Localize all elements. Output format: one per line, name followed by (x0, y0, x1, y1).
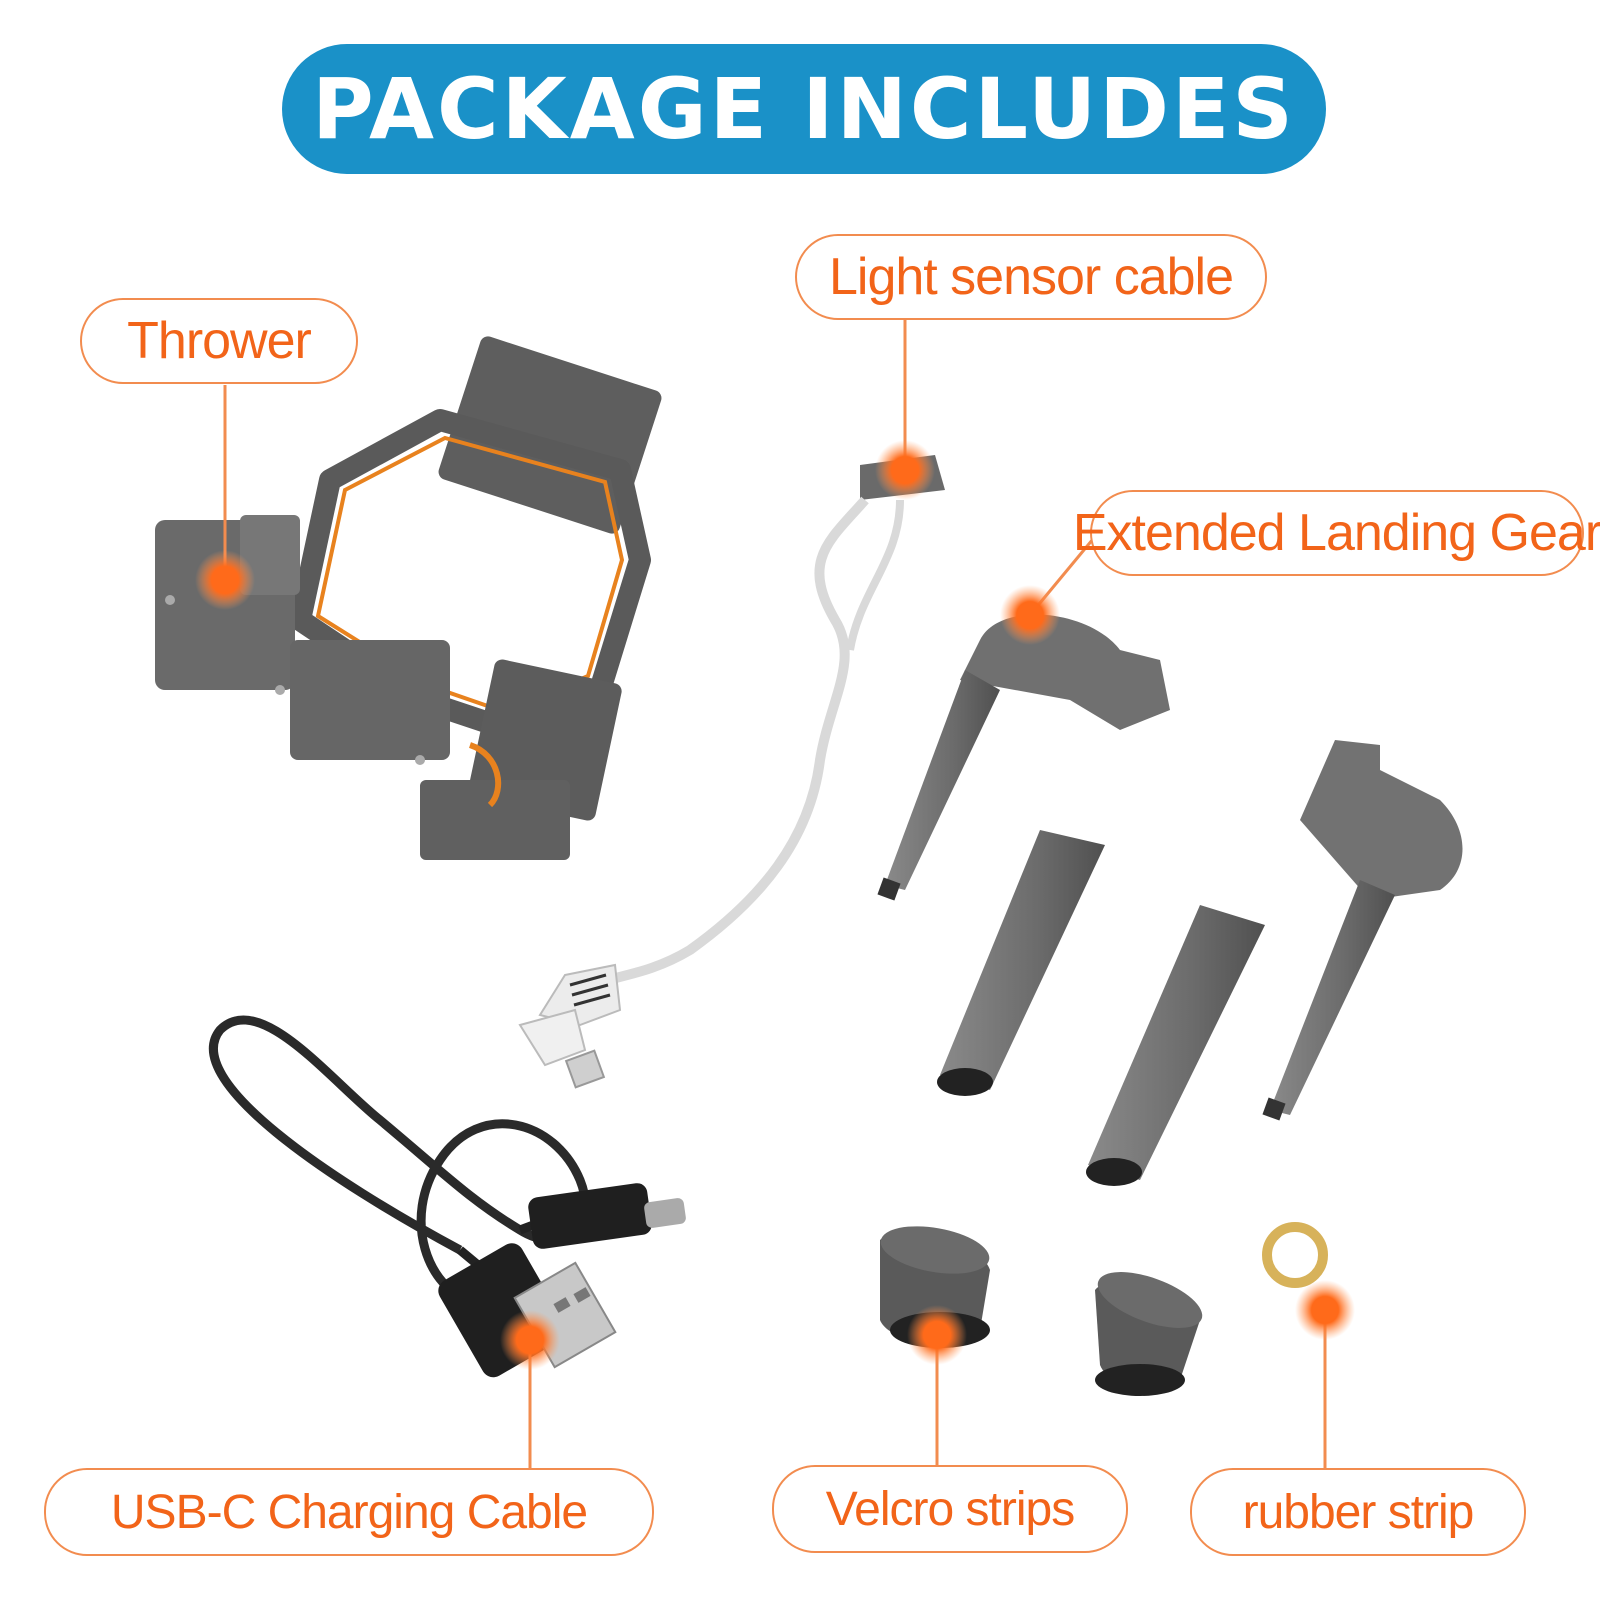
usb-c-cable-device (209, 1015, 686, 1378)
label-extended-landing-gear: Extended Landing Gear (1073, 490, 1600, 576)
package-includes-banner: PACKAGE INCLUDES (282, 44, 1326, 174)
banner-title: PACKAGE INCLUDES (312, 60, 1296, 158)
label-thrower: Thrower (80, 298, 358, 384)
marker-dot-landing-gear (1000, 585, 1060, 645)
marker-dot-usb-c (500, 1310, 560, 1370)
marker-dot-light-sensor (875, 440, 935, 500)
rubber-ring-device (1262, 1222, 1328, 1288)
label-usb-c-charging-cable: USB-C Charging Cable (44, 1468, 654, 1556)
label-rubber-strip: rubber strip (1190, 1468, 1526, 1556)
marker-dot-rubber (1295, 1280, 1355, 1340)
thrower-device (155, 336, 662, 860)
label-light-sensor-cable: Light sensor cable (795, 234, 1267, 320)
landing-gear-parts (877, 614, 1463, 1186)
marker-dots (195, 440, 1355, 1370)
marker-dot-thrower (195, 550, 255, 610)
label-velcro-strips: Velcro strips (772, 1465, 1128, 1553)
marker-dot-velcro (907, 1305, 967, 1365)
